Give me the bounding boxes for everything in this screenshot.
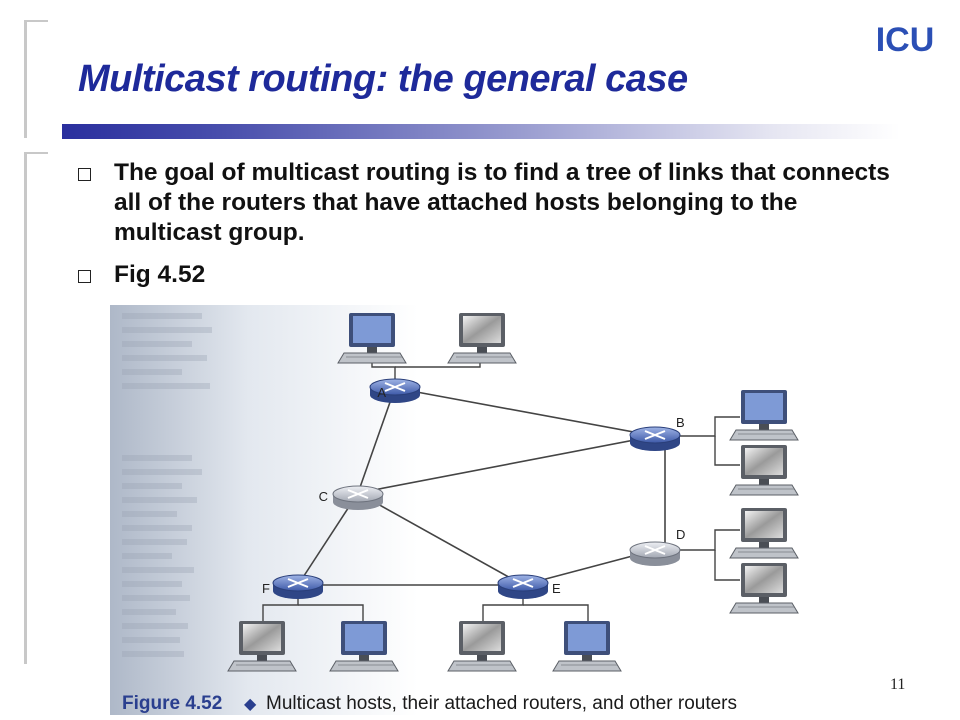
page-number: 11 bbox=[890, 676, 906, 693]
link-a-c bbox=[357, 387, 396, 494]
link-c-e bbox=[357, 492, 524, 586]
router-f bbox=[272, 574, 324, 600]
router-e bbox=[497, 574, 549, 600]
logo-text: ICU bbox=[876, 21, 935, 58]
icu-logo: ICU bbox=[876, 21, 935, 58]
router-label: D bbox=[676, 527, 685, 542]
frame-bar-bottom bbox=[24, 152, 48, 664]
bullet-item: The goal of multicast routing is to find… bbox=[78, 158, 908, 248]
router-links bbox=[297, 387, 666, 586]
figure-caption-text: Multicast hosts, their attached routers,… bbox=[266, 693, 737, 714]
network-figure: A B C D E F Figure 4.52 ◆ Multicast host… bbox=[110, 305, 880, 715]
router-c bbox=[332, 485, 384, 511]
link-a-b bbox=[394, 387, 656, 437]
router-label: E bbox=[552, 581, 561, 596]
square-bullet-icon bbox=[78, 270, 91, 283]
square-bullet-icon bbox=[78, 168, 91, 181]
router-label: F bbox=[262, 581, 270, 596]
caption-diamond-icon: ◆ bbox=[244, 696, 257, 713]
bullet-text: The goal of multicast routing is to find… bbox=[114, 159, 890, 246]
network-diagram: A B C D E F Figure 4.52 ◆ Multicast host… bbox=[110, 305, 880, 715]
frame-bar-top bbox=[24, 20, 48, 138]
router-label: C bbox=[319, 489, 328, 504]
bullet-text: Fig 4.52 bbox=[114, 261, 206, 288]
router-label: A bbox=[377, 385, 386, 400]
bullet-list: The goal of multicast routing is to find… bbox=[78, 158, 908, 302]
title-underline bbox=[62, 124, 900, 139]
router-b bbox=[629, 426, 681, 452]
bullet-item: Fig 4.52 bbox=[78, 260, 908, 290]
figure-caption-label: Figure 4.52 bbox=[122, 693, 222, 714]
link-b-c bbox=[357, 435, 656, 494]
router-d bbox=[629, 541, 681, 567]
faded-page-text bbox=[122, 313, 212, 657]
slide-title: Multicast routing: the general case bbox=[78, 58, 688, 100]
router-label: B bbox=[676, 415, 685, 430]
